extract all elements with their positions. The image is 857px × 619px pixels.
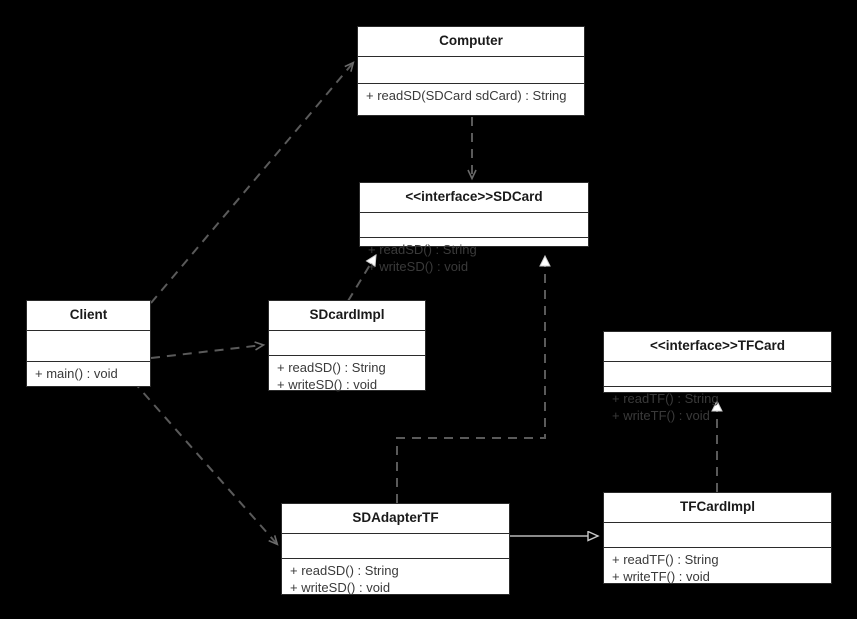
class-node-sdadaptertf[interactable]: SDAdapterTF + readSD() : String+ writeSD(… xyxy=(281,503,510,595)
class-operation: + readSD() : String xyxy=(290,562,399,578)
class-operation: + readTF() : String xyxy=(612,390,719,406)
class-node-tfcard[interactable]: <<interface>>TFCard + readTF() : String+ … xyxy=(603,331,832,423)
class-node-sdcardimpl[interactable]: SDcardImpl + readSD() : String+ writeSD()… xyxy=(268,300,426,392)
class-node-attributes-client xyxy=(27,331,150,362)
class-node-computer[interactable]: Computer + readSD(SDCard sdCard) : String xyxy=(357,26,585,116)
class-node-operations-tfcardimpl: + readTF() : String+ writeTF() : void xyxy=(604,548,831,589)
class-node-attributes-sdadaptertf xyxy=(282,534,509,559)
class-node-operations-sdcard: + readSD() : String+ writeSD() : void xyxy=(360,238,588,279)
class-operation: + readSD() : String xyxy=(277,359,386,375)
class-node-title-client: Client xyxy=(27,301,150,331)
class-node-title-tfcard: <<interface>>TFCard xyxy=(604,332,831,362)
edge-client-to-computer xyxy=(150,61,355,304)
class-node-attributes-sdcard xyxy=(360,213,588,238)
class-operation: + writeSD() : void xyxy=(290,579,391,595)
edge-client-to-sdcardimpl xyxy=(150,341,266,359)
class-node-sdcard[interactable]: <<interface>>SDCard + readSD() : String+ … xyxy=(359,182,589,274)
class-node-title-sdadaptertf: SDAdapterTF xyxy=(282,504,509,534)
class-node-title-sdcard: <<interface>>SDCard xyxy=(360,183,588,213)
class-node-title-tfcardimpl: TFCardImpl xyxy=(604,493,831,523)
class-node-tfcardimpl[interactable]: TFCardImpl + readTF() : String+ writeTF()… xyxy=(603,492,832,584)
class-operation: + writeSD() : void xyxy=(368,258,469,274)
class-operation: + writeSD() : void xyxy=(277,376,378,392)
class-operation: + readSD() : String xyxy=(368,241,477,257)
class-node-operations-sdadaptertf: + readSD() : String+ writeSD() : void xyxy=(282,559,509,600)
class-node-attributes-sdcardimpl xyxy=(269,331,425,356)
class-operation: + main() : void xyxy=(35,365,118,381)
class-node-title-sdcardimpl: SDcardImpl xyxy=(269,301,425,331)
edge-client-to-sdadaptertf xyxy=(132,380,279,546)
class-node-attributes-tfcard xyxy=(604,362,831,387)
class-node-client[interactable]: Client + main() : void xyxy=(26,300,151,387)
class-operation: + writeTF() : void xyxy=(612,568,710,584)
class-node-attributes-tfcardimpl xyxy=(604,523,831,548)
class-operation: + readSD(SDCard sdCard) : String xyxy=(366,87,567,103)
class-operation: + writeTF() : void xyxy=(612,407,710,423)
class-node-operations-client: + main() : void xyxy=(27,362,150,386)
class-node-attributes-computer xyxy=(358,57,584,84)
class-operation: + readTF() : String xyxy=(612,551,719,567)
class-node-operations-tfcard: + readTF() : String+ writeTF() : void xyxy=(604,387,831,428)
class-node-title-computer: Computer xyxy=(358,27,584,57)
class-node-operations-sdcardimpl: + readSD() : String+ writeSD() : void xyxy=(269,356,425,397)
class-node-operations-computer: + readSD(SDCard sdCard) : String xyxy=(358,84,584,108)
